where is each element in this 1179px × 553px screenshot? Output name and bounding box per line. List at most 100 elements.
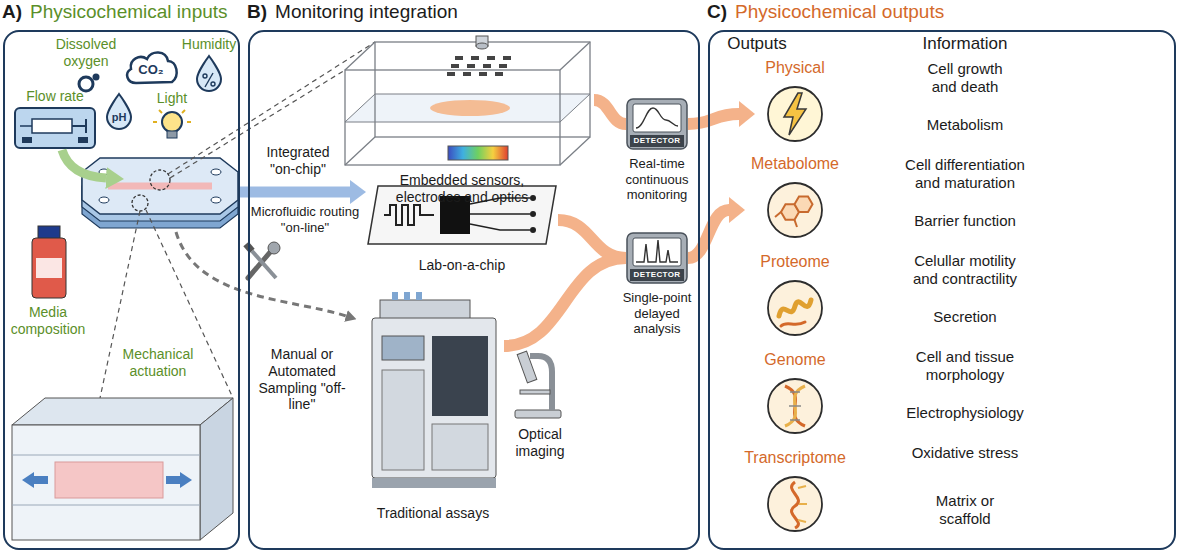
device-caption: Lab-on-a-chip [372, 257, 552, 274]
flow-band [558, 220, 626, 258]
co2-cloud-shape [127, 52, 177, 83]
input-label: Mechanical actuation [113, 346, 203, 380]
organ-chip [82, 158, 238, 228]
panel-heading-row: C)Physicochemical outputs [707, 1, 1171, 24]
output-title: Physical [755, 58, 835, 77]
output-icon-shape [765, 84, 825, 144]
analytical-instrument [432, 424, 488, 470]
actuation-box [55, 462, 163, 498]
sampling-tools [252, 251, 276, 278]
output-icon-shape [768, 183, 822, 237]
actuation-box [22, 472, 48, 488]
organ-chip [82, 158, 238, 214]
lab-chip-board [384, 205, 434, 225]
label-slot: Barrier function [885, 212, 1045, 230]
syringe-pump [78, 137, 88, 143]
embedded-sensor-chip [447, 56, 511, 76]
output-icon-shape [768, 87, 822, 141]
output-icon: Genome [755, 350, 835, 440]
syringe-pump [15, 108, 95, 148]
organ-chip [108, 183, 212, 190]
molecule-icon [795, 220, 798, 227]
actuation-box [12, 455, 200, 456]
label-slot: Dissolved oxygen [46, 36, 126, 70]
embedded-sensor-chip [375, 42, 590, 137]
microscope [530, 356, 552, 410]
analytical-instrument [404, 292, 410, 300]
detector-label: DETECTOR [626, 269, 688, 281]
input-panel: A)Physicochemical inputsCO₂pH [3, 30, 240, 550]
flow-arrow [62, 150, 106, 178]
syringe-pump [85, 119, 87, 133]
light-bulb [153, 121, 157, 123]
column-heading: Outputs [712, 34, 802, 54]
route-label: Microfluidic routing "on-line" [249, 204, 361, 235]
analytical-instrument [382, 336, 424, 360]
oxygen-icon [93, 74, 100, 81]
strand-icon [799, 503, 807, 505]
analytical-instrument [380, 300, 470, 320]
microscope [515, 351, 561, 418]
light-bulb [162, 112, 182, 132]
analytical-instrument [382, 370, 424, 470]
syringe-pump [72, 125, 86, 127]
embedded-sensor-chip [476, 43, 488, 49]
output-title: Transcriptome [737, 448, 853, 467]
label-slot: Optical imaging [505, 426, 575, 460]
embedded-sensor-chip [499, 64, 507, 68]
ph-drop: pH [104, 92, 134, 130]
info-item: Oxidative stress [885, 444, 1045, 462]
output-icon-shape [768, 379, 822, 433]
sampling-arrow [176, 232, 346, 316]
embedded-sensor-chip [471, 56, 479, 60]
label-slot: Oxidative stress [885, 444, 1045, 462]
helix-icon [790, 419, 800, 421]
route-label: Manual or Automated Sampling "off-line" [252, 346, 352, 413]
detector-shape [633, 104, 681, 132]
label-slot: Media composition [2, 304, 94, 338]
panel-letter: B) [247, 1, 267, 24]
detector-label: DETECTOR [626, 135, 688, 147]
device-caption: Embedded sensors, electrodes and optics [380, 172, 545, 206]
label-slot: Matrix or scaffold [920, 492, 1010, 528]
humidity-drop [197, 56, 221, 91]
sampling-tools [248, 250, 272, 278]
routing-arrow [240, 187, 350, 198]
output-icon-shape [765, 278, 825, 338]
detector-caption: Single-point delayed analysis [614, 290, 700, 337]
embedded-sensor-chip [448, 146, 508, 160]
panel-letter: C) [707, 1, 727, 24]
output-panel: C)Physicochemical outputsPhysicalMetabol… [708, 30, 1176, 550]
microscope [517, 351, 537, 383]
light-bulb [159, 110, 162, 113]
label-slot: Secretion [885, 308, 1045, 326]
label-slot: Humidity [177, 36, 241, 53]
humidity-drop [197, 56, 221, 91]
strand-icon [798, 520, 806, 522]
strand-icon [792, 482, 799, 528]
output-icon-shape [768, 477, 822, 531]
actuation-box [200, 398, 233, 540]
label-slot: Celullar motility and contractility [900, 252, 1030, 288]
flow-band [504, 258, 626, 346]
sampling-tools [268, 242, 280, 254]
humidity-drop [205, 73, 213, 87]
helix-icon [785, 386, 805, 426]
label-slot: Mechanical actuation [113, 346, 203, 380]
embedded-sensor-chip [560, 42, 590, 70]
label-slot: Metabolism [885, 116, 1045, 134]
output-icon: Physical [755, 58, 835, 148]
actuation-box [12, 398, 233, 540]
syringe-pump [15, 108, 95, 148]
humidity-drop [211, 82, 215, 86]
output-icon: Proteome [750, 252, 840, 342]
output-title: Proteome [750, 252, 840, 271]
output-icon: Transcriptome [737, 448, 853, 538]
helix-icon [785, 386, 805, 426]
embedded-sensor-chip [345, 42, 375, 70]
organ-chip [211, 169, 221, 175]
input-label: Humidity [177, 36, 241, 53]
gas-label: CO₂ [138, 54, 163, 78]
ph-drop-shape [107, 94, 131, 129]
analytical-instrument [372, 318, 496, 478]
